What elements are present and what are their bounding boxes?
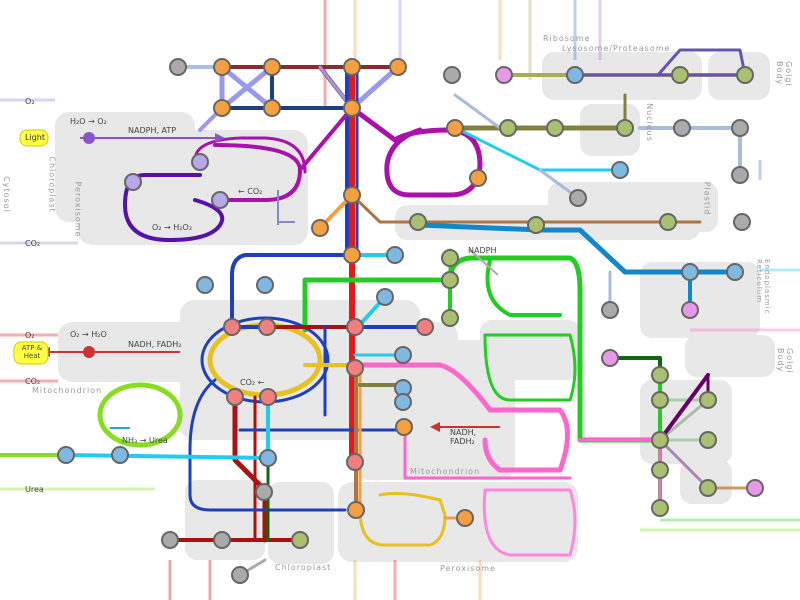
- atp-heat-badge: [13, 341, 49, 365]
- label-nadh-fadh2: NADH, FADH₂: [128, 340, 182, 349]
- compartment-peroxisome-bottom: Peroxisome: [440, 564, 496, 573]
- label-nadh-fadh2-right: NADH, FADH₂: [450, 428, 477, 446]
- compartment-golgi-right: Golgi Body: [776, 348, 794, 374]
- compartment-mitochondrion-center: Mitochondrion: [410, 467, 481, 476]
- label-water-to-o2: H₂O → O₂: [70, 117, 107, 126]
- compartment-peroxisome-top: Peroxisome: [73, 181, 83, 238]
- label-o2-to-h2o: O₂ → H₂O: [70, 330, 107, 339]
- label-o2-mid: O₂: [25, 331, 35, 340]
- compartment-chloroplast-bottom: Chloroplast: [275, 563, 332, 572]
- compartment-nucleus: Nucleus: [644, 103, 654, 142]
- label-co2-mito: CO₂ ←: [240, 378, 265, 387]
- atp-heat-label: ATP & Heat: [21, 344, 43, 360]
- label-co2-left: CO₂: [25, 239, 41, 248]
- compartment-plastid: Plastid: [702, 181, 712, 216]
- label-o2-top: O₂: [25, 97, 35, 106]
- light-badge: [19, 129, 49, 147]
- label-o2-to-h2o2: O₂ → H₂O₂: [152, 223, 193, 232]
- label-urea: Urea: [25, 485, 44, 494]
- label-co2-in: ← CO₂: [238, 187, 263, 196]
- arrow-icons: [40, 95, 626, 432]
- light-label: Light: [25, 133, 45, 142]
- compartment-chloroplast-top: Chloroplast: [47, 156, 57, 213]
- gear-icon: [83, 132, 95, 358]
- label-nadph-atp: NADPH, ATP: [128, 126, 177, 135]
- compartment-ribosome: Ribosome: [543, 34, 591, 43]
- label-nh3-urea: NH₃ → Urea: [122, 436, 168, 445]
- compartment-golgi-top: Golgi Body: [775, 61, 793, 87]
- label-nadph: NADPH: [468, 246, 497, 255]
- compartment-cytosol: Cytosol: [1, 176, 11, 213]
- compartment-er: Endoplasmic Reticulum: [755, 259, 771, 315]
- compartment-mitochondrion-left: Mitochondrion: [32, 386, 103, 395]
- label-co2-left2: CO₂: [25, 377, 41, 386]
- stations: [57, 58, 764, 584]
- compartment-lysosome: Lysosome/Proteasome: [562, 44, 671, 53]
